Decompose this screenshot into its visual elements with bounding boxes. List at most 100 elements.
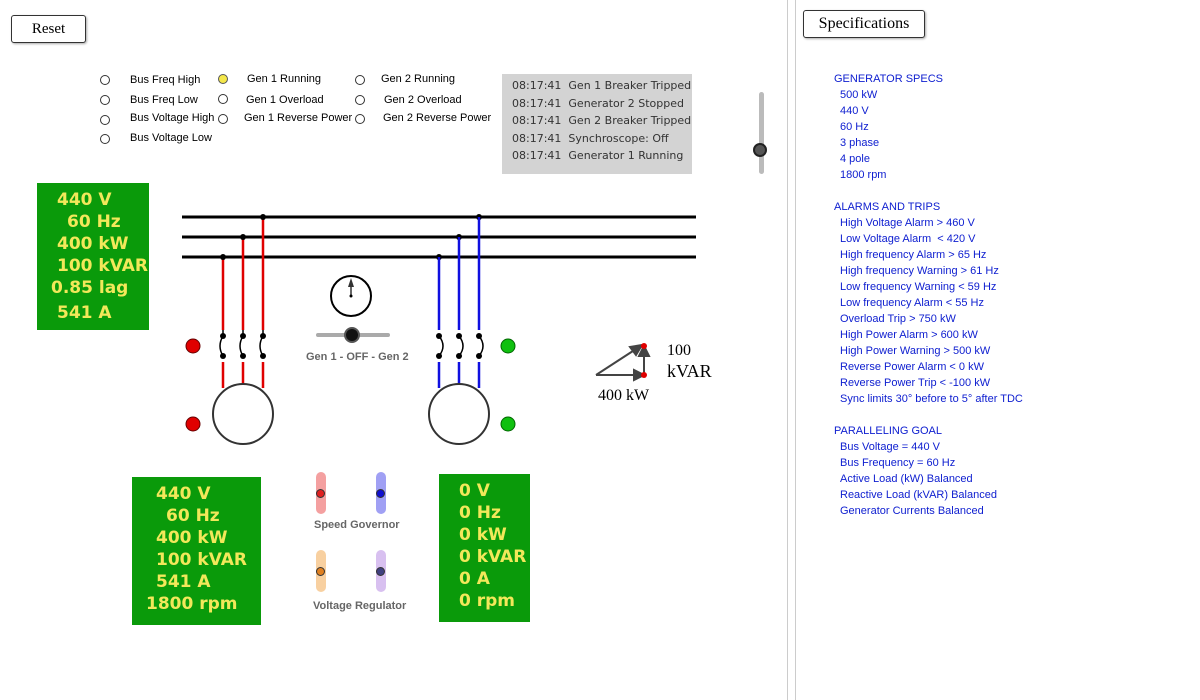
kvar-unit: kVAR [667,361,712,381]
gen1-reactive: 100 kVAR [156,550,247,570]
alarm-item: Sync limits 30° before to 5° after TDC [840,393,1023,405]
gen1-meter: 440 V 60 Hz 400 kW 100 kVAR 541 A 1800 r… [132,477,261,625]
alarm-item: Reverse Power Trip < -100 kW [840,377,991,389]
log-entry: 08:17:41 Generator 2 Stopped [512,96,684,110]
bus-voltage: 440 V [57,190,112,210]
gen2-speed-governor-handle[interactable] [376,489,385,498]
goal-item: Reactive Load (kVAR) Balanced [840,489,997,501]
indicator-lamp [218,94,228,104]
load-slider-track[interactable] [759,92,764,174]
alarm-item: High frequency Alarm > 65 Hz [840,249,987,261]
event-log: 08:17:41 Gen 1 Breaker Tripped 08:17:41 … [502,74,692,174]
speed-governor-label: Speed Governor [314,519,400,531]
gen1-voltage-regulator-handle[interactable] [316,567,325,576]
indicator-label: Bus Voltage High [130,112,215,124]
paralleling-goal-heading: PARALLELING GOAL [834,425,943,437]
specifications-button[interactable]: Specifications [803,10,925,38]
gen1-start-lamp[interactable] [185,416,201,432]
spec-item: 500 kW [840,89,878,101]
gen1-current: 541 A [156,572,211,592]
gen2-reactive: 0 kVAR [459,547,527,567]
generator-specs-heading: GENERATOR SPECS [834,73,944,85]
bus-power: 400 kW [57,234,129,254]
gen1-breaker[interactable] [216,330,270,362]
sync-switch-label: Gen 1 - OFF - Gen 2 [306,351,409,363]
indicator-label: Bus Voltage Low [130,132,212,144]
indicator-label: Bus Freq Low [130,94,198,106]
gen2-speed: 0 rpm [459,591,516,611]
goal-item: Bus Frequency = 60 Hz [840,457,956,469]
sync-switch-handle[interactable] [344,327,360,343]
kvar-value: 100 [667,342,691,359]
spec-item: 60 Hz [840,121,869,133]
gen2-icon[interactable] [428,383,490,445]
indicator-label: Gen 1 Overload [246,94,324,106]
gen1-breaker-lamp[interactable] [185,338,201,354]
voltage-regulator-label: Voltage Regulator [313,600,407,612]
goal-item: Bus Voltage = 440 V [840,441,940,453]
gen2-meter: 0 V 0 Hz 0 kW 0 kVAR 0 A 0 rpm [439,474,530,622]
gen1-power: 400 kW [156,528,228,548]
panel-divider [795,0,796,700]
indicator-label: Gen 2 Overload [384,94,462,106]
indicator-label: Gen 2 Reverse Power [383,112,492,124]
spec-item: 440 V [840,105,869,117]
bus-current: 541 A [57,303,112,323]
bus-power-factor: 0.85 lag [51,278,129,298]
gen2-feeders [437,217,481,388]
panel-divider [787,0,788,700]
gen1-voltage: 440 V [156,484,211,504]
alarm-item: Low frequency Alarm < 55 Hz [840,297,984,309]
gen2-voltage: 0 V [459,481,490,501]
gen2-power: 0 kW [459,525,507,545]
alarm-item: High Voltage Alarm > 460 V [840,217,975,229]
indicator-lamp [100,95,110,105]
indicator-lamp [100,134,110,144]
log-entry: 08:17:41 Gen 2 Breaker Tripped [512,114,692,127]
log-entry: 08:17:41 Synchroscope: Off [512,131,669,145]
spec-item: 1800 rpm [840,169,887,181]
spec-item: 3 phase [840,137,880,149]
gen1-speed: 1800 rpm [146,594,238,614]
alarm-item: Low Voltage Alarm < 420 V [840,233,976,245]
alarm-item: High frequency Warning > 61 Hz [840,265,999,277]
alarm-item: High Power Warning > 500 kW [840,345,991,357]
alarms-heading: ALARMS AND TRIPS [834,201,941,213]
bus-reactive: 100 kVAR [57,256,148,276]
alarm-item: Reverse Power Alarm < 0 kW [840,361,984,373]
load-slider-handle[interactable] [753,143,767,157]
gen1-speed-governor-handle[interactable] [316,489,325,498]
indicator-lamp-on [218,74,228,84]
spec-item: 4 pole [840,153,870,165]
gen2-current: 0 A [459,569,490,589]
alarm-item: Overload Trip > 750 kW [840,313,956,325]
kw-label: 400 kW [598,387,650,404]
gen1-feeders [221,217,265,388]
indicator-label: Gen 2 Running [381,73,455,85]
gen2-breaker[interactable] [432,330,488,362]
gen2-start-lamp[interactable] [500,416,516,432]
gen1-frequency: 60 Hz [166,506,220,526]
reset-button[interactable]: Reset [11,15,86,43]
gen1-icon[interactable] [212,383,274,445]
gen2-frequency: 0 Hz [459,503,501,523]
alarm-item: Low frequency Warning < 59 Hz [840,281,997,293]
alarm-item: High Power Alarm > 600 kW [840,329,978,341]
indicator-label: Bus Freq High [130,74,201,86]
gen2-breaker-lamp[interactable] [500,338,516,354]
goal-item: Generator Currents Balanced [840,505,984,517]
indicator-lamp [355,75,365,85]
indicator-lamp [100,115,110,125]
bus-diagram [182,214,696,445]
power-triangle-icon [595,343,651,382]
bus-frequency: 60 Hz [67,212,121,232]
synchroscope-icon [330,275,372,317]
indicator-lamp [100,75,110,85]
bus-meter: 440 V 60 Hz 400 kW 100 kVAR 0.85 lag 541… [37,183,149,330]
indicator-lamp [218,114,228,124]
indicator-lamp [355,114,365,124]
gen2-voltage-regulator-handle[interactable] [376,567,385,576]
log-entry: 08:17:41 Gen 1 Breaker Tripped [512,79,692,92]
log-entry: 08:17:41 Generator 1 Running [512,149,684,162]
indicator-label: Gen 1 Reverse Power [244,112,353,124]
